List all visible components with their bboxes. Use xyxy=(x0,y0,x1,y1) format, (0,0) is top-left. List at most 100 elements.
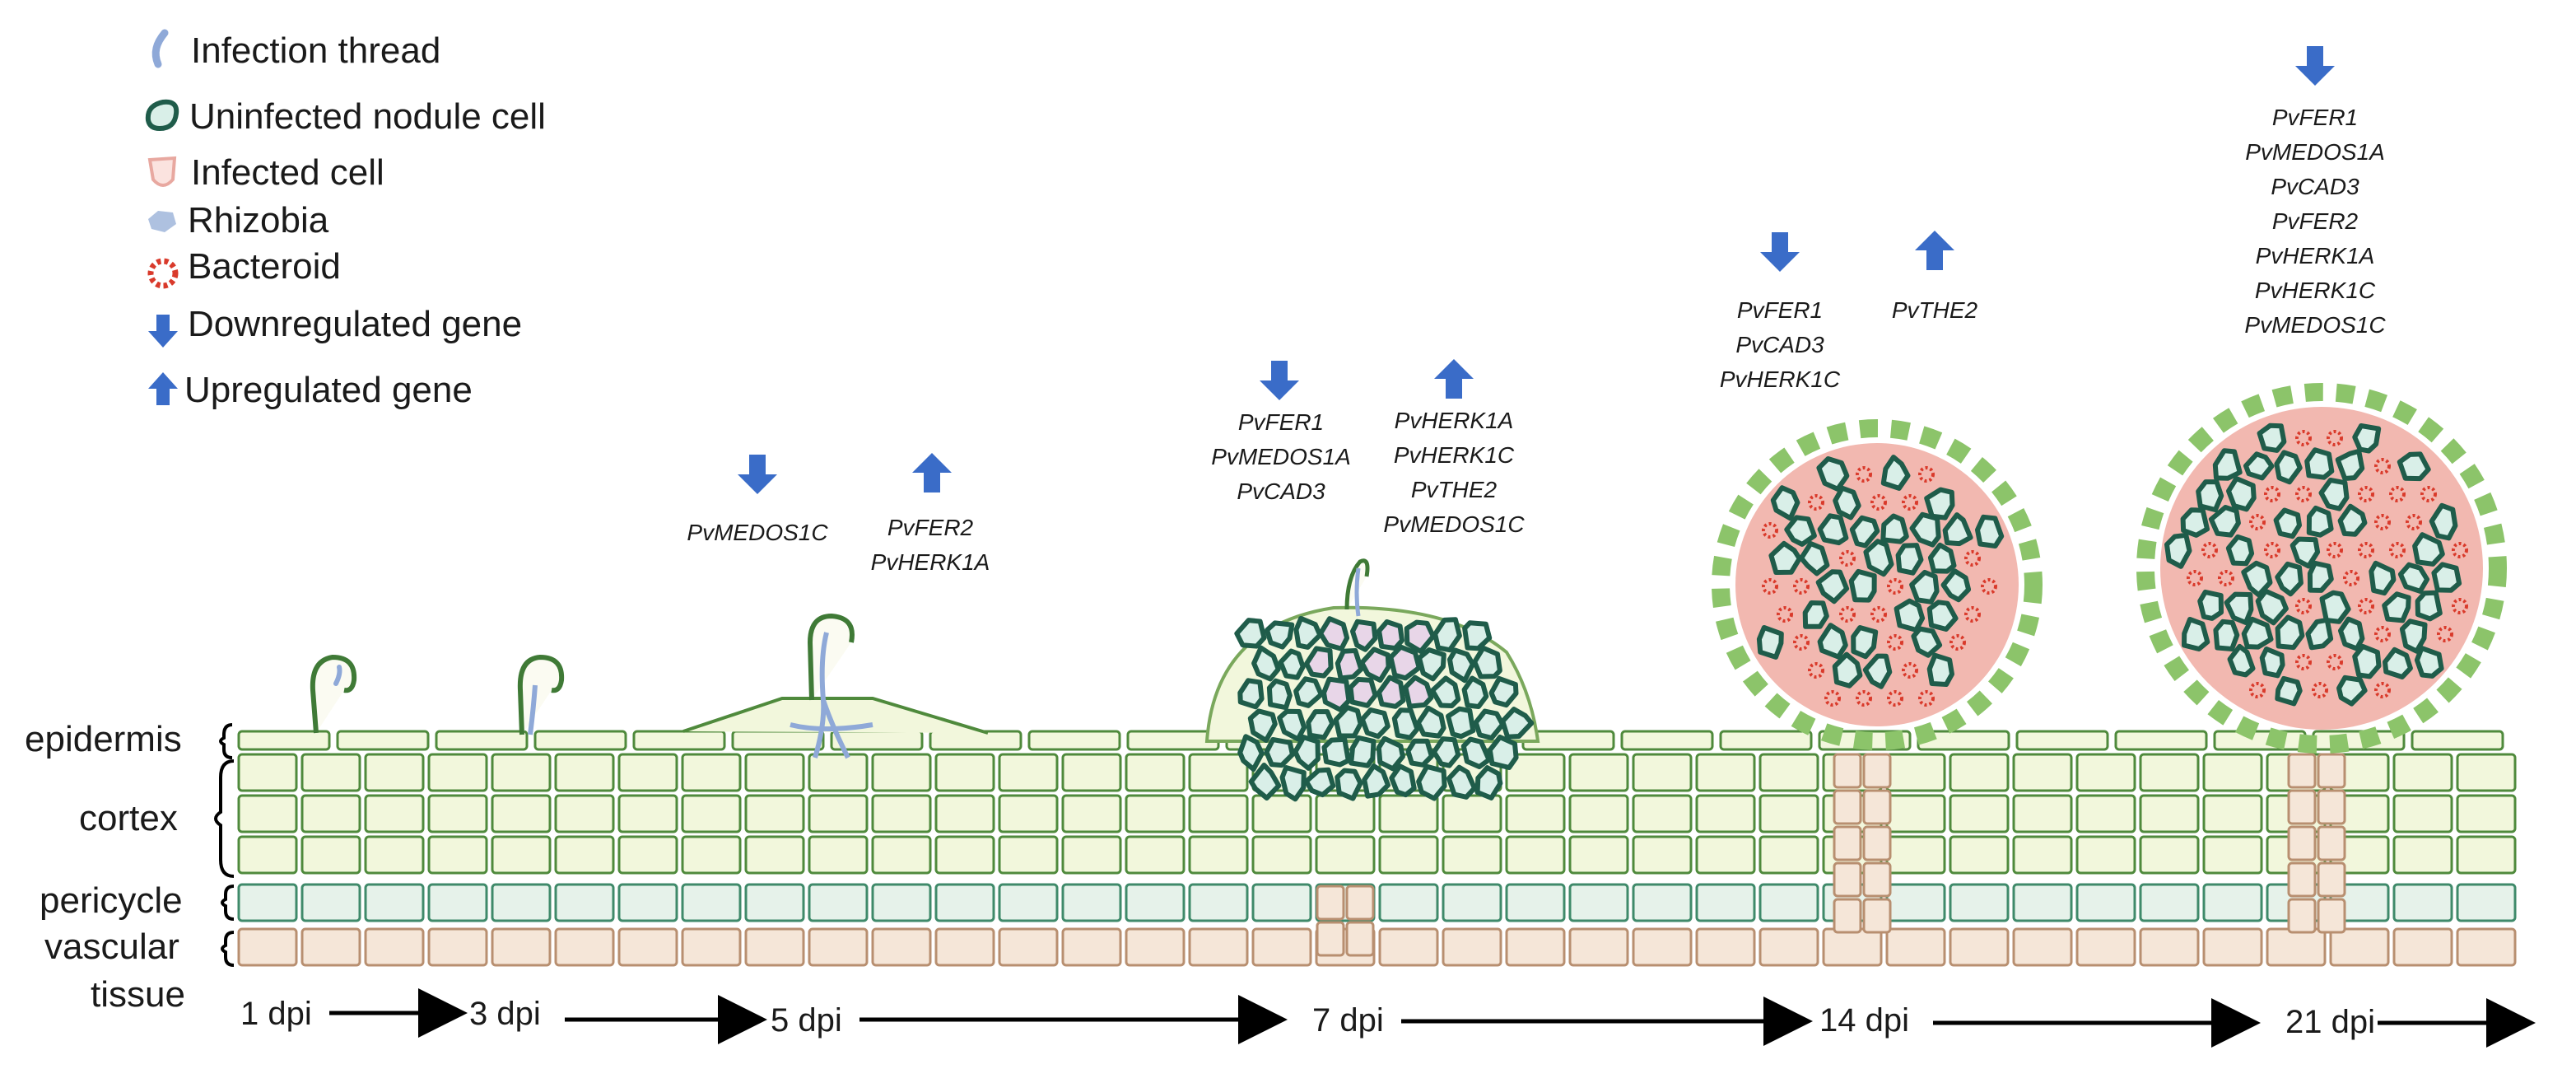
nodule-cell xyxy=(2307,560,2334,593)
bacteroid xyxy=(2264,542,2280,558)
cortex-cell xyxy=(617,794,678,833)
nodule-cell xyxy=(2243,451,2275,481)
cortex-cell xyxy=(491,835,552,875)
vascular-connection-cell xyxy=(2287,789,2317,825)
nodule-cell xyxy=(1817,623,1848,660)
epidermis-cell xyxy=(1719,730,1813,751)
nodule-cell xyxy=(1404,619,1436,654)
nodule-cell xyxy=(2319,590,2351,624)
vascular-cell xyxy=(681,927,742,967)
epidermis-cell xyxy=(632,730,726,751)
nodule-cell xyxy=(2227,643,2256,678)
vascular-cell xyxy=(1061,927,1122,967)
cortex-cell xyxy=(1378,835,1439,875)
nodule-cell xyxy=(1756,625,1784,660)
pericycle-cell xyxy=(1378,883,1439,922)
timeline-label-7dpi: 7 dpi xyxy=(1312,1002,1384,1039)
cortex-cell xyxy=(1125,753,1186,792)
pericycle-cell xyxy=(617,883,678,922)
pericycle-cell xyxy=(2075,883,2136,922)
legend: Infection thread Uninfected nodule cell … xyxy=(145,29,546,410)
cortex-cell xyxy=(2012,835,2073,875)
cortex-cell xyxy=(1885,794,1946,833)
legend-label: Upregulated gene xyxy=(184,370,473,410)
nodule-cell xyxy=(2397,451,2431,482)
epidermis-cell xyxy=(731,730,825,751)
cortex-cell xyxy=(364,835,425,875)
cortex-cell xyxy=(1251,835,1312,875)
cortex-cell xyxy=(2202,835,2263,875)
cortex-cell xyxy=(871,753,932,792)
pericycle-cell xyxy=(2139,883,2200,922)
nodule-cell xyxy=(1880,513,1909,544)
vascular-cell xyxy=(744,927,805,967)
bacteroid xyxy=(2295,598,2312,614)
nodule-cell xyxy=(1447,647,1475,684)
gene-label-down: PvFER1 xyxy=(1238,409,1324,435)
cortex-cell xyxy=(427,753,488,792)
cortex-cell xyxy=(1315,835,1376,875)
bacteroid xyxy=(1918,466,1935,483)
layer-label-vascular: vascular xyxy=(44,927,179,967)
gene-label-down: PvFER1 xyxy=(2272,105,2358,130)
nodule-cell xyxy=(1391,707,1420,740)
cortex-cell xyxy=(1061,794,1122,833)
bacteroid xyxy=(1902,494,1918,511)
vascular-connection-cell xyxy=(2287,825,2317,861)
nodule-cell xyxy=(1264,737,1295,768)
vascular-cell xyxy=(1695,927,1756,967)
nodule-cell xyxy=(1389,763,1417,798)
pericycle-cell xyxy=(491,883,552,922)
vascular-cell xyxy=(617,927,678,967)
cortex-cell xyxy=(2139,753,2200,792)
nodule-cell xyxy=(1926,652,1954,687)
timeline-label-14dpi: 14 dpi xyxy=(1819,1002,1909,1039)
nodule-cell xyxy=(2337,503,2368,537)
vascular-cell xyxy=(1378,927,1439,967)
bacteroid xyxy=(1870,494,1887,511)
cortex-cell xyxy=(681,794,742,833)
bacteroid xyxy=(1918,690,1935,707)
bacteroid xyxy=(1949,634,1966,651)
nodule-cell xyxy=(1348,676,1378,708)
vascular-brace xyxy=(221,931,235,967)
pericycle-cell xyxy=(1442,883,1502,922)
nodule-cell xyxy=(1430,675,1461,708)
epidermis-brace xyxy=(219,723,233,759)
nodule-cell xyxy=(1359,707,1390,740)
nodule-cell xyxy=(2182,617,2210,651)
bacteroid xyxy=(1762,578,1778,595)
bacteroid xyxy=(1981,578,1997,595)
pericycle-cell xyxy=(1568,883,1629,922)
down-arrow-icon xyxy=(738,455,777,494)
cortex-cell xyxy=(237,794,298,833)
vascular-cell xyxy=(2456,927,2517,967)
vascular-cell xyxy=(364,927,425,967)
nodule-cell xyxy=(1487,735,1519,770)
nodule-cell xyxy=(1432,617,1462,653)
up-arrow-icon xyxy=(1915,231,1954,270)
vascular-connection-cell xyxy=(1833,789,1862,825)
nodule-cell xyxy=(1817,513,1849,546)
nodule-cell xyxy=(2304,447,2335,480)
nodule-cell xyxy=(1266,678,1293,711)
bacteroid xyxy=(2358,598,2374,614)
cortex-cell xyxy=(1758,794,1819,833)
nodule-cell xyxy=(1799,541,1830,577)
vascular-cell xyxy=(2139,927,2200,967)
nodule-cell xyxy=(1460,736,1492,769)
vascular-cell xyxy=(1632,927,1693,967)
nodule-cell xyxy=(1446,706,1476,740)
legend-label: Downregulated gene xyxy=(188,304,522,344)
bacteroid xyxy=(1964,606,1981,623)
nodule-cell xyxy=(2336,675,2368,707)
bacteroid xyxy=(1793,634,1810,651)
layer-label-pericycle: pericycle xyxy=(40,880,183,921)
down-arrow-icon xyxy=(2295,46,2335,86)
cortex-cell xyxy=(1695,753,1756,792)
cortex-cell xyxy=(1442,835,1502,875)
legend-label: Rhizobia xyxy=(188,200,329,240)
vascular-connection-cell xyxy=(1833,753,1862,789)
pericycle-cell xyxy=(554,883,615,922)
bacteroid xyxy=(1824,690,1841,707)
